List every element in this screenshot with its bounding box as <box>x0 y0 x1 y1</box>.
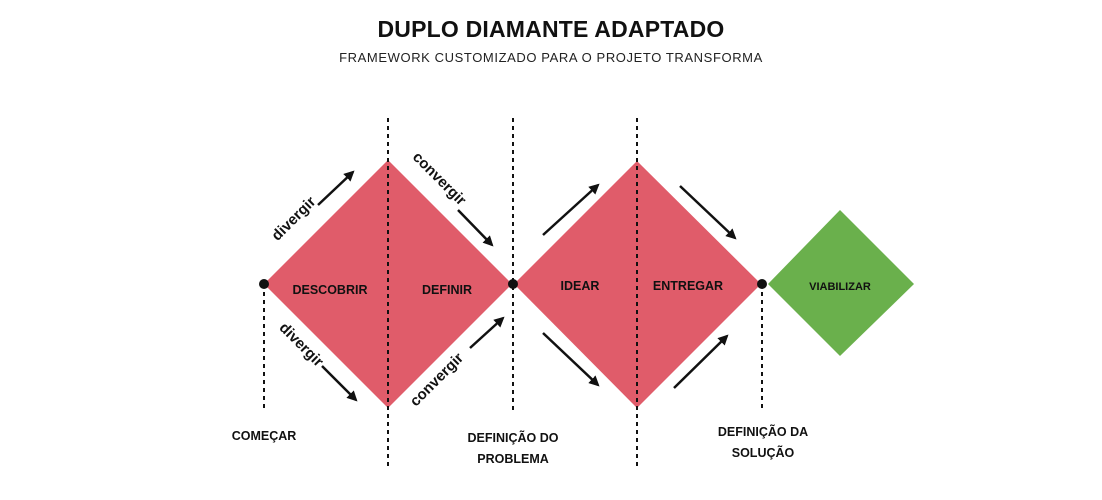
arrow-divergir-top <box>317 170 355 206</box>
milestone-label-solution-line2: SOLUÇÃO <box>731 446 795 460</box>
arrow-deliver-bottom <box>673 334 729 389</box>
diamond-viability <box>768 210 914 356</box>
diamond-solution <box>514 161 761 408</box>
milestone-dot-problem <box>508 279 518 289</box>
arrow-convergir-top <box>457 209 494 247</box>
arrow-divergir-bottom <box>321 365 358 402</box>
diamond-problem <box>264 160 512 408</box>
milestone-label-solution-line1: DEFINIÇÃO DA <box>717 425 809 439</box>
arrow-ideate-bottom <box>542 332 600 387</box>
page-subtitle: FRAMEWORK CUSTOMIZADO PARA O PROJETO TRA… <box>339 50 763 65</box>
arrow-convergir-bottom <box>469 316 505 349</box>
phase-label-entregar: ENTREGAR <box>653 279 723 293</box>
page-title: DUPLO DIAMANTE ADAPTADO <box>377 16 725 42</box>
phase-label-viabilizar: VIABILIZAR <box>809 281 871 293</box>
phase-label-idear: IDEAR <box>561 279 600 293</box>
phase-label-definir: DEFINIR <box>422 283 472 297</box>
milestone-dot-solution <box>757 279 767 289</box>
phase-label-descobrir: DESCOBRIR <box>292 283 367 297</box>
arrow-deliver-top <box>679 185 737 240</box>
arrow-ideate-top <box>542 183 600 236</box>
milestone-label-problem: DEFINIÇÃO DO PROBLEMA <box>438 428 588 470</box>
milestone-label-solution: DEFINIÇÃO DA SOLUÇÃO <box>688 422 838 464</box>
milestone-label-problem-line2: PROBLEMA <box>477 452 549 466</box>
milestone-label-start: COMEÇAR <box>231 429 297 443</box>
milestone-dot-start <box>259 279 269 289</box>
milestone-label-problem-line1: DEFINIÇÃO DO <box>467 431 559 445</box>
